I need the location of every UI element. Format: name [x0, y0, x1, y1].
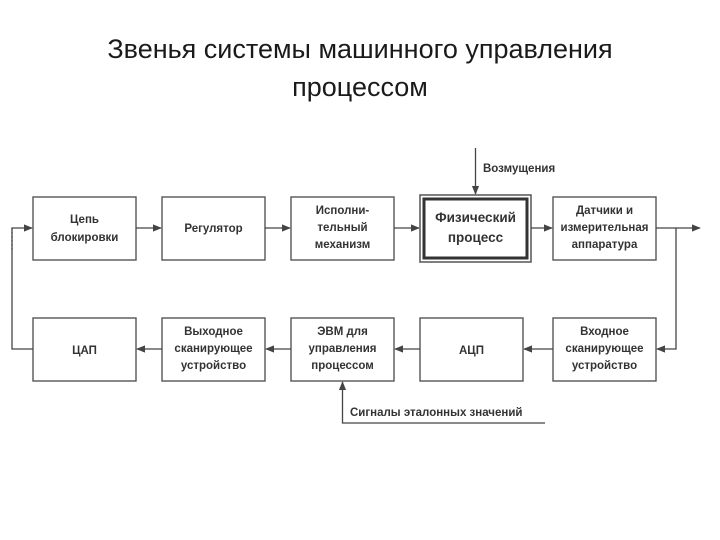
block-input-scanner-line-2: сканирующее [565, 343, 643, 355]
block-output-scanner-line-2: сканирующее [174, 343, 252, 355]
wire-dac-to-interlock [11, 224, 33, 350]
block-sensors-line-2: измерительная [561, 222, 649, 234]
block-computer-line-2: управления [309, 343, 377, 355]
block-actuator-line-1: Исполни- [316, 205, 370, 217]
block-actuator: Исполни- тельный механизм [290, 196, 395, 261]
block-adc-line-1: АЦП [459, 345, 484, 357]
block-output-scanner-line-1: Выходное [184, 326, 243, 338]
block-computer-line-3: процессом [311, 360, 373, 372]
block-actuator-line-3: механизм [315, 239, 371, 251]
block-output-scanner-line-3: устройство [181, 360, 246, 372]
label-disturbances: Возмущения [483, 163, 555, 175]
slide-title-line-2: процессом [292, 72, 428, 102]
block-interlock-line-1: Цепь [70, 214, 99, 226]
label-reference-signals: Сигналы эталонных значений [350, 407, 522, 419]
block-input-scanner-line-1: Входное [580, 326, 629, 338]
block-sensors-line-1: Датчики и [576, 205, 633, 217]
block-interlock: Цепь блокировки [32, 196, 137, 261]
slide-title-line-1: Звенья системы машинного управления [107, 34, 613, 64]
block-regulator-line-1: Регулятор [184, 223, 242, 235]
wire-sensors-to-input-scanner [656, 228, 677, 353]
block-actuator-line-2: тельный [317, 222, 367, 234]
block-regulator: Регулятор [161, 196, 266, 261]
block-sensors: Датчики и измерительная аппаратура [552, 196, 657, 261]
block-dac-line-1: ЦАП [72, 345, 97, 357]
arrow-reference-signals [338, 381, 545, 424]
slide-title: Звенья системы машинного управления проц… [60, 30, 660, 106]
block-computer: ЭВМ для управления процессом [290, 317, 395, 382]
block-dac: ЦАП [32, 317, 137, 382]
block-physical-process-line-2: процесс [448, 230, 504, 245]
block-computer-line-1: ЭВМ для [317, 326, 368, 338]
block-physical-process: Физический процесс [419, 194, 532, 263]
block-physical-process-line-1: Физический [435, 210, 516, 225]
block-interlock-line-2: блокировки [51, 232, 119, 244]
block-input-scanner: Входное сканирующее устройство [552, 317, 657, 382]
block-input-scanner-line-3: устройство [572, 360, 637, 372]
block-adc: АЦП [419, 317, 524, 382]
block-sensors-line-3: аппаратура [572, 239, 638, 251]
block-output-scanner: Выходное сканирующее устройство [161, 317, 266, 382]
